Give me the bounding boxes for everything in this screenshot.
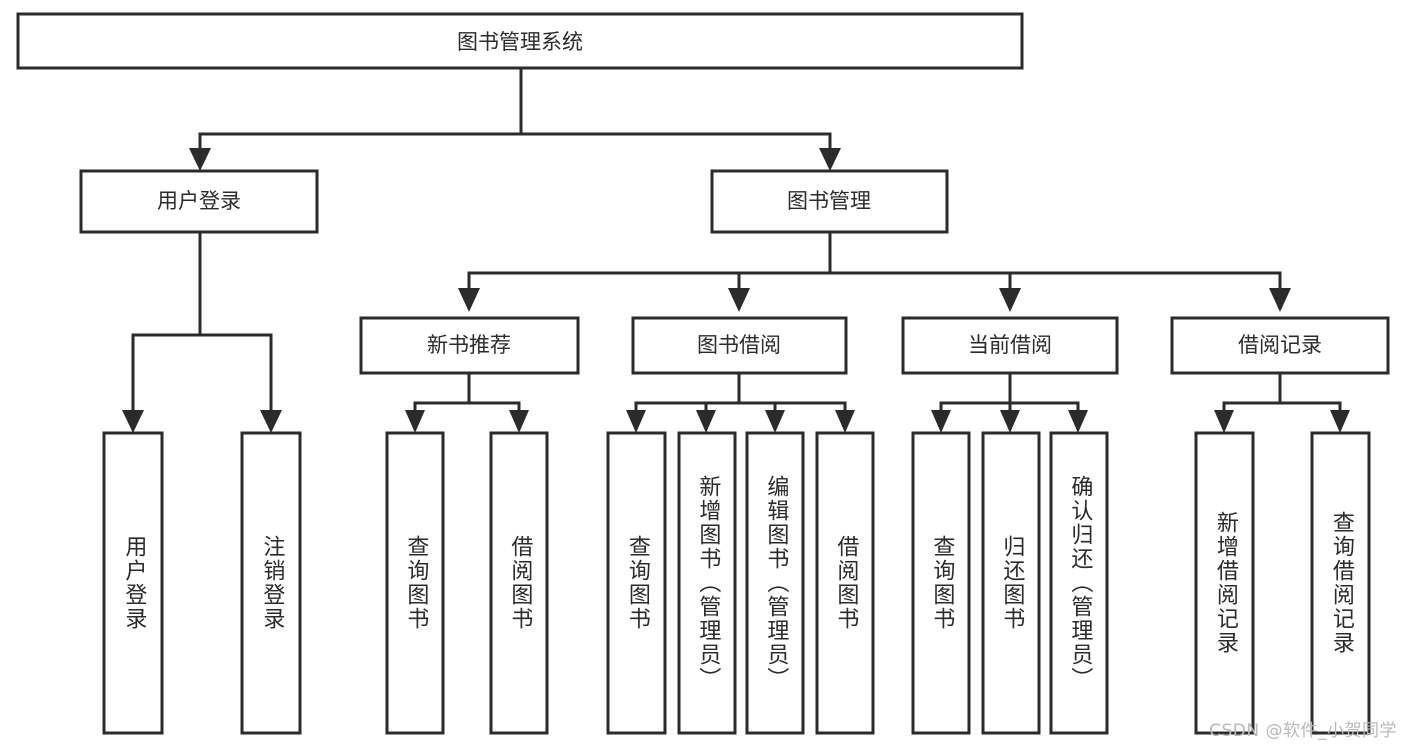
node-book-management-box[interactable] — [710, 169, 949, 234]
arrow-to-current-leaf-2 — [1000, 410, 1020, 433]
leaf-box-newbook-1[interactable] — [489, 431, 549, 735]
arrow-to-user-login — [189, 148, 211, 171]
arrow-to-book-management — [819, 148, 841, 171]
arrowhead-layer — [122, 148, 1350, 433]
arrow-to-new-book-recommend — [458, 288, 480, 312]
arrow-to-current-borrow — [999, 288, 1021, 312]
node-borrow-record-label: 借阅记录 — [1238, 333, 1322, 357]
node-book-borrow-label: 图书借阅 — [697, 333, 781, 357]
leaf-box-current-0[interactable] — [911, 431, 971, 735]
leaf-box-borrow-3[interactable] — [815, 431, 875, 735]
node-current-borrow-label: 当前借阅 — [968, 333, 1052, 357]
arrow-to-borrow-leaf-1 — [626, 410, 646, 433]
arrow-to-newbook-leaf-2 — [509, 410, 529, 433]
arrow-to-newbook-leaf-1 — [405, 410, 425, 433]
node-new-book-recommend-label: 新书推荐 — [427, 333, 511, 357]
arrow-to-record-leaf-2 — [1330, 410, 1350, 433]
csdn-watermark: CSDN @软件_小贺同学 — [1209, 721, 1397, 741]
node-book-management-label: 图书管理 — [787, 189, 871, 213]
leaf-box-record-1[interactable] — [1310, 431, 1371, 735]
node-user-login-label: 用户登录 — [157, 189, 241, 213]
leaf-box-current-2[interactable] — [1049, 431, 1109, 735]
leaf-box-user-login-1[interactable] — [240, 431, 302, 735]
arrow-to-borrow-record — [1269, 288, 1291, 312]
leaf-box-record-0[interactable] — [1194, 431, 1255, 735]
node-book-borrow-box[interactable] — [631, 316, 848, 375]
arrow-to-current-leaf-3 — [1068, 410, 1088, 433]
arrow-to-book-borrow — [728, 288, 750, 312]
arrow-to-current-leaf-1 — [931, 410, 951, 433]
node-new-book-recommend-box[interactable] — [359, 316, 580, 375]
node-root-box[interactable] — [16, 12, 1024, 70]
leaf-box-borrow-1[interactable] — [677, 431, 737, 735]
arrow-to-leaf-logout — [260, 410, 282, 433]
arrow-to-leaf-user-login — [122, 410, 144, 433]
node-user-login-box[interactable] — [79, 169, 319, 234]
arrow-to-borrow-leaf-3 — [765, 410, 785, 433]
leaf-box-user-login-0[interactable] — [102, 431, 164, 735]
node-current-borrow-box[interactable] — [901, 316, 1119, 375]
arrow-to-borrow-leaf-4 — [835, 410, 855, 433]
node-root-label: 图书管理系统 — [457, 30, 583, 54]
leaf-box-borrow-0[interactable] — [606, 431, 667, 735]
leaf-box-newbook-0[interactable] — [385, 431, 445, 735]
node-layer: 图书管理系统 用户登录 图书管理 新书推荐 图书借阅 当前借阅 借阅记录 — [16, 12, 1390, 735]
node-borrow-record-box[interactable] — [1170, 316, 1390, 375]
arrow-to-borrow-leaf-2 — [696, 410, 716, 433]
leaf-box-borrow-2[interactable] — [745, 431, 805, 735]
leaf-box-current-1[interactable] — [981, 431, 1041, 735]
arrow-to-record-leaf-1 — [1214, 410, 1234, 433]
